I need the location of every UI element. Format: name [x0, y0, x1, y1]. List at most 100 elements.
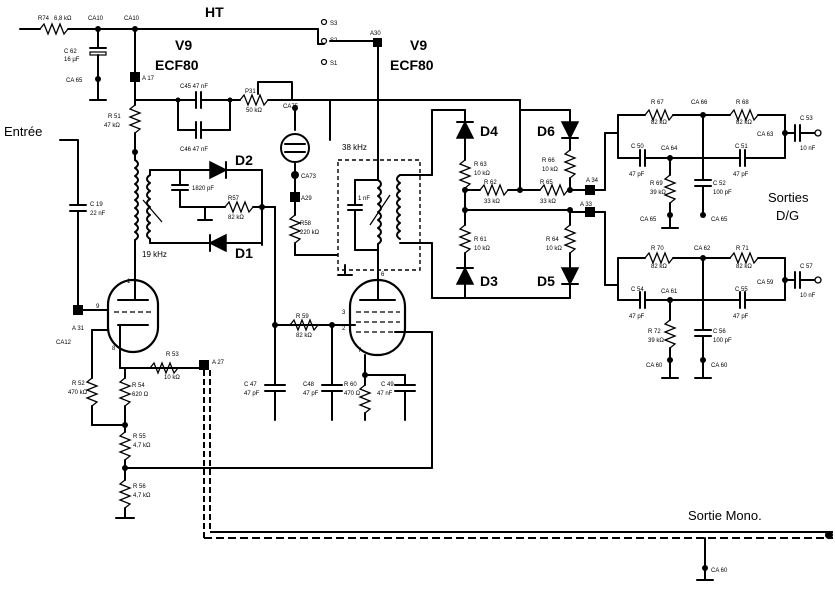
r60-label: R 60 [344, 382, 357, 388]
sortie-mono-label: Sortie Mono. [688, 508, 762, 523]
v9-right-label: V9 [410, 37, 427, 53]
ca60a-label: CA 60 [646, 363, 663, 369]
r61-label: R 61 [474, 237, 487, 243]
entree-label: Entrée [4, 124, 42, 139]
c54-label: C 54 [631, 287, 644, 293]
r64-value: 10 kΩ [546, 246, 562, 252]
d4-label: D4 [480, 123, 498, 139]
c19-label: C 19 [90, 202, 103, 208]
c57-label: C 57 [800, 264, 813, 270]
c45-label: C45 47 nF [180, 84, 208, 90]
pilot-doubler-network [142, 160, 276, 326]
r52-label: R 52 [72, 381, 85, 387]
r61-value: 10 kΩ [474, 246, 490, 252]
d2-label: D2 [235, 152, 253, 168]
ca62-label: CA 62 [694, 246, 711, 252]
c62-label: C 62 [64, 49, 77, 55]
d6-label: D6 [537, 123, 555, 139]
left-tube-plate-branch [128, 28, 142, 286]
component-labels: R74 6,8 kΩ CA10 CA10 C 62 16 µF CA 65 S3… [38, 16, 816, 574]
c55-value: 47 pF [733, 314, 749, 320]
a29-label: A29 [301, 196, 312, 202]
r52-value: 470 kΩ [68, 390, 88, 396]
r56-label: R 56 [133, 484, 146, 490]
p31-value: 50 kΩ [246, 108, 262, 114]
p31-label: P31 [245, 89, 256, 95]
c52-value: 100 pF [713, 190, 732, 196]
r69-label: R 69 [650, 181, 663, 187]
s2-label: S2 [330, 38, 338, 44]
right-tube-grid-network [264, 318, 416, 421]
c50-value: 47 pF [629, 172, 645, 178]
c49-label: C 49 [381, 382, 394, 388]
right-tube-v9 [348, 264, 433, 357]
pilot-indicator [280, 99, 338, 256]
r72-label: R 72 [648, 329, 661, 335]
ca65c-label: CA 65 [711, 217, 728, 223]
r74-value: 6,8 kΩ [54, 16, 72, 22]
c56-value: 100 pF [713, 338, 732, 344]
r69-value: 39 kΩ [650, 190, 666, 196]
ca60c-label: CA 60 [711, 568, 728, 574]
c51-label: C 51 [735, 144, 748, 150]
c46-label: C46 47 nF [180, 147, 208, 153]
c48-value: 47 pF [303, 391, 319, 397]
tube-pin-labels: 1 9 8 6 3 2 7 [96, 272, 385, 354]
left-tube-v9 [91, 278, 160, 369]
r56-value: 4,7 kΩ [133, 493, 151, 499]
c53-value: 10 nF [800, 146, 816, 152]
r71-label: R 71 [736, 246, 749, 252]
r68-value: 82 kΩ [736, 120, 752, 126]
r54-value: 620 Ω [132, 392, 149, 398]
r66-label: R 66 [542, 158, 555, 164]
r67-value: 82 kΩ [651, 120, 667, 126]
dg-label: D/G [776, 208, 799, 223]
r55-label: R 55 [133, 434, 146, 440]
r53-label: R 53 [166, 352, 179, 358]
r59-value: 82 kΩ [296, 333, 312, 339]
upper-deemphasis-filter [617, 108, 822, 229]
ca63-label: CA 63 [757, 132, 774, 138]
shielded-mono-line [203, 370, 833, 581]
r55-value: 4,7 kΩ [133, 443, 151, 449]
ca65a-label: CA 65 [66, 78, 83, 84]
c55-label: C 55 [735, 287, 748, 293]
transformer-38khz [337, 159, 421, 276]
ecf80-left-label: ECF80 [155, 57, 199, 73]
c1nf-value: 1 nF [358, 196, 370, 202]
c57-value: 10 nF [800, 293, 816, 299]
a27-label: A 27 [212, 360, 225, 366]
c1820-value: 1820 pF [192, 186, 214, 192]
c50-label: C 50 [631, 144, 644, 150]
freq-19khz-label: 19 kHz [142, 250, 167, 259]
r71-value: 82 kΩ [736, 264, 752, 270]
r51-value: 47 kΩ [104, 123, 120, 129]
c56-label: C 56 [713, 329, 726, 335]
c47-value: 47 pF [244, 391, 260, 397]
c54-value: 47 pF [629, 314, 645, 320]
c62-capacitor [89, 28, 107, 101]
r74-label: R74 [38, 16, 50, 22]
v9-left-label: V9 [175, 37, 192, 53]
ca64-label: CA 64 [661, 146, 678, 152]
ca60b-label: CA 60 [711, 363, 728, 369]
r62-value: 33 kΩ [484, 199, 500, 205]
sorties-label: Sorties [768, 190, 809, 205]
c45-c46-p31-network [134, 81, 296, 139]
ca10a-label: CA10 [88, 16, 104, 22]
r59-label: R 59 [296, 314, 309, 320]
pin-8-label: 8 [112, 346, 116, 352]
r70-value: 82 kΩ [651, 264, 667, 270]
pin-2-label: 2 [342, 326, 346, 332]
pin-3-label: 3 [342, 310, 346, 316]
c53-label: C 53 [800, 116, 813, 122]
d1-label: D1 [235, 245, 253, 261]
r65-label: R 65 [540, 180, 553, 186]
ca65b-label: CA 65 [640, 217, 657, 223]
c47-label: C 47 [244, 382, 257, 388]
r72-value: 39 kΩ [648, 338, 664, 344]
d3-label: D3 [480, 273, 498, 289]
s1-label: S1 [330, 61, 338, 67]
